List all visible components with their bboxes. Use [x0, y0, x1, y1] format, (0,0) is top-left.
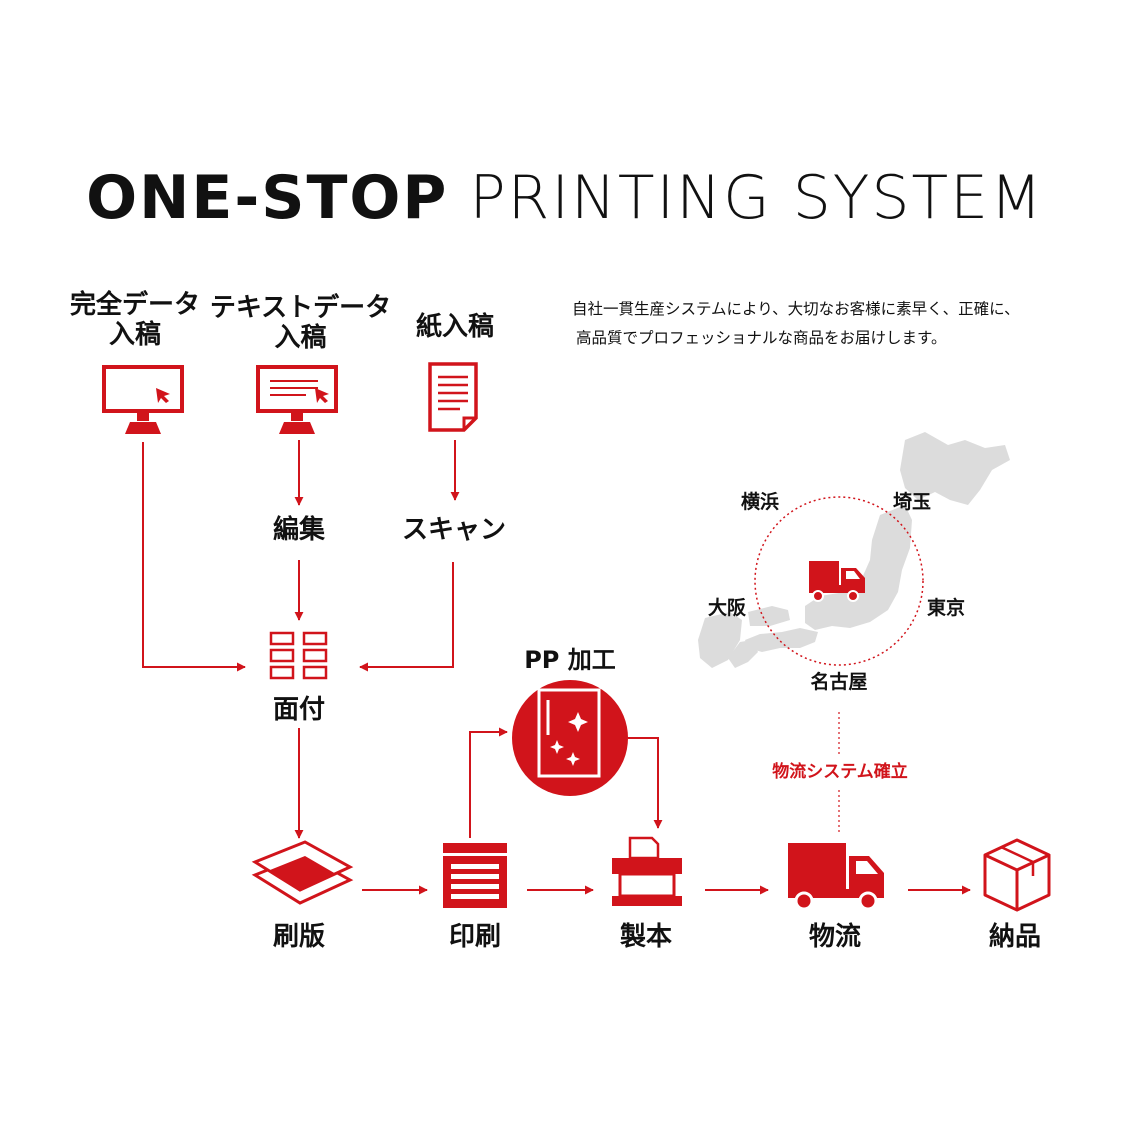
city-osaka: 大阪: [707, 597, 746, 619]
label-text-data-line1: テキストデータ: [209, 293, 392, 323]
description: 自社一貫生産システムにより、大切なお客様に素早く、正確に、 高品質でプロフェッシ…: [572, 295, 1020, 353]
step-edit: 編集: [272, 515, 325, 545]
document-icon: [428, 362, 478, 432]
label-paper-input-line1: 紙入稿: [415, 312, 494, 342]
pp-processing-icon: [512, 680, 628, 796]
label-complete-data-line2: 入稿: [108, 320, 161, 350]
step-delivery: 納品: [988, 922, 1041, 952]
step-print: 印刷: [448, 922, 501, 952]
monitor-text-icon: [256, 365, 338, 434]
description-line-1: 自社一貫生産システムにより、大切なお客様に素早く、正確に、: [572, 300, 1020, 318]
step-plate: 刷版: [272, 922, 325, 952]
delivery-area-circle: [754, 496, 924, 666]
label-text-data-line2: 入稿: [274, 323, 327, 353]
flow-arrows: [142, 440, 971, 895]
city-yokohama: 横浜: [740, 491, 779, 513]
monitor-icon: [102, 365, 184, 434]
plate-sheets-icon: [251, 840, 354, 905]
page-title: ONE-STOP PRINTING SYSTEM: [0, 158, 1130, 238]
label-complete-data-line1: 完全データ: [69, 290, 200, 320]
imposition-grid-icon: [269, 631, 328, 680]
logistics-system-label: 物流システム確立: [772, 762, 908, 782]
step-binding: 製本: [619, 922, 672, 952]
box-icon: [983, 838, 1051, 912]
label-paper-input: 紙入稿: [395, 312, 515, 342]
step-imposition: 面付: [272, 695, 325, 725]
step-scan: スキャン: [401, 515, 506, 545]
city-nagoya: 名古屋: [810, 671, 868, 693]
printer-icon: [443, 843, 507, 908]
binding-machine-icon: [612, 836, 682, 906]
truck-icon: [788, 843, 884, 911]
title-light: PRINTING SYSTEM: [469, 163, 1044, 233]
city-tokyo: 東京: [926, 597, 965, 619]
label-text-data: テキストデータ 入稿: [208, 293, 393, 353]
label-complete-data: 完全データ 入稿: [60, 290, 210, 350]
city-saitama: 埼玉: [892, 491, 931, 513]
description-line-2: 高品質でプロフェッショナルな商品をお届けします。: [576, 329, 947, 347]
map-truck-icon: [809, 561, 865, 602]
step-pp-processing: PP 加工: [524, 646, 616, 674]
step-logistics: 物流: [808, 922, 861, 952]
title-bold: ONE-STOP: [86, 163, 449, 233]
japan-map: [698, 432, 1010, 668]
